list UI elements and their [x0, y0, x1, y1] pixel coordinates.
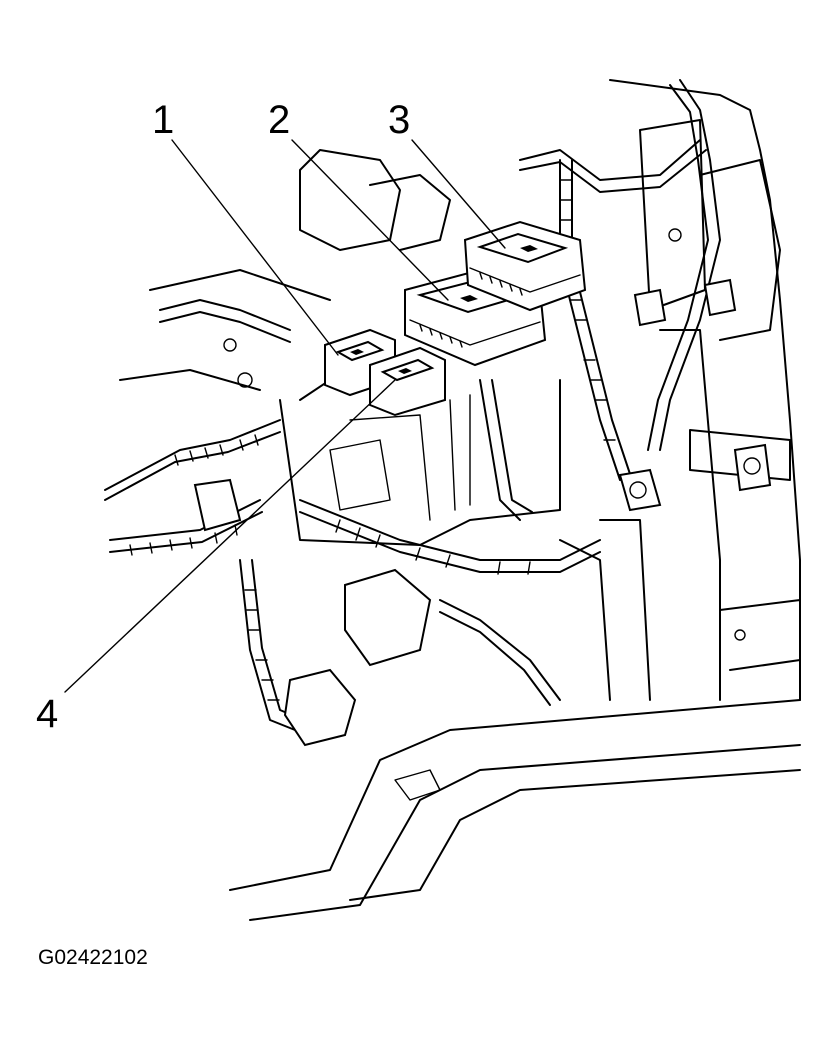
- callout-2: 2: [268, 98, 291, 142]
- callout-3: 3: [388, 98, 411, 142]
- vehicle-body-structure: [119, 79, 801, 701]
- lower-crossmember: [229, 699, 801, 921]
- side-connectors: [193, 228, 772, 747]
- callout-1: 1: [152, 98, 175, 142]
- callout-leaders: [64, 139, 506, 693]
- connector-3: [463, 220, 587, 312]
- figure-id: G02422102: [38, 946, 148, 969]
- connector-4: [369, 346, 446, 417]
- callout-4: 4: [36, 692, 59, 736]
- wiring-harness: [104, 79, 721, 741]
